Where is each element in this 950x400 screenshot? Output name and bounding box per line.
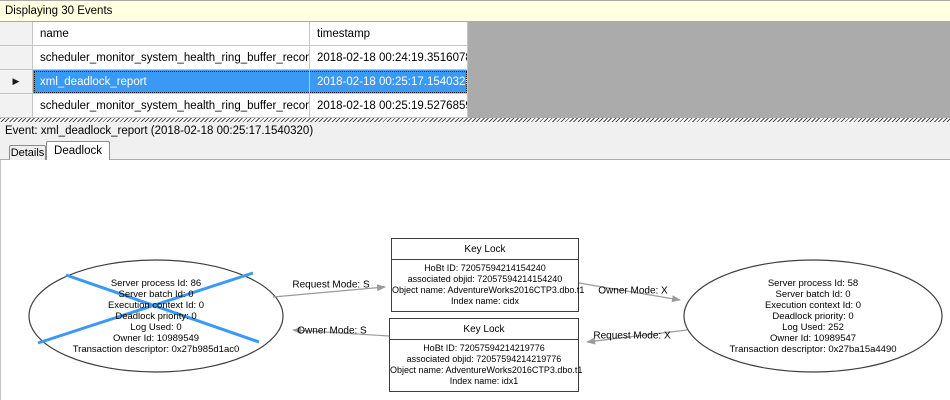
text-line: Server process Id: 86	[110, 278, 202, 289]
events-grid: name timestamp scheduler_monitor_system_…	[0, 22, 950, 118]
text-line: Deadlock priority: 0	[115, 311, 197, 322]
tab-deadlock[interactable]: Deadlock	[46, 141, 110, 160]
text-line: Owner Id: 10989549	[112, 333, 200, 344]
event-name-cell[interactable]: scheduler_monitor_system_health_ring_buf…	[33, 46, 310, 70]
event-row-3[interactable]: scheduler_monitor_system_health_ring_buf…	[0, 94, 950, 118]
edge-line-request-mode-x	[586, 329, 688, 345]
edge-line-owner-mode-x	[578, 282, 681, 303]
column-header-name[interactable]: name	[33, 22, 310, 46]
edge-label-request-mode-x: Request Mode: X	[593, 330, 671, 342]
victim-cross-icon	[65, 273, 260, 344]
text-line: associated objid: 72057594214219776	[406, 354, 562, 364]
text-line: Object name: AdventureWorks2016CTP3.dbo.…	[392, 285, 585, 295]
event-row-2-selected[interactable]: ▶ xml_deadlock_report 2018-02-18 00:25:1…	[0, 70, 950, 94]
victim-cross-icon	[37, 271, 254, 345]
text-line: Owner Id: 10989547	[769, 333, 857, 344]
text-line: Server process Id: 58	[767, 278, 859, 289]
edge-label-request-mode-s: Request Mode: S	[292, 279, 370, 291]
event-timestamp-cell[interactable]: 2018-02-18 00:25:19.5276859	[310, 94, 468, 118]
row-selector-header[interactable]	[0, 22, 33, 46]
pane-splitter-handle[interactable]	[0, 118, 950, 122]
event-caption-bar: Event: xml_deadlock_report (2018-02-18 0…	[0, 122, 950, 140]
text-line: Server batch Id: 0	[775, 289, 851, 300]
detail-tabstrip: Details Deadlock	[0, 140, 950, 160]
edge-label-owner-mode-x: Owner Mode: X	[598, 285, 668, 297]
text-line: HoBt ID: 72057594214219776	[423, 343, 545, 353]
victim-process-ellipse-shape	[28, 259, 284, 373]
edge-line-request-mode-s	[272, 284, 386, 298]
text-line: Log Used: 252	[782, 322, 844, 333]
tab-details[interactable]: Details	[9, 145, 46, 160]
text-line: Execution context Id: 0	[764, 300, 862, 311]
text-line: Index name: cidx	[450, 296, 520, 306]
event-name-cell[interactable]: scheduler_monitor_system_health_ring_buf…	[33, 94, 310, 118]
event-timestamp-cell[interactable]: 2018-02-18 00:24:19.3516078	[310, 46, 468, 70]
lock-title: Key Lock	[390, 319, 578, 340]
events-count-text: Displaying 30 Events	[5, 5, 113, 17]
text-line: Execution context Id: 0	[107, 300, 205, 311]
event-row-1[interactable]: scheduler_monitor_system_health_ring_buf…	[0, 46, 950, 70]
column-header-timestamp[interactable]: timestamp	[310, 22, 468, 46]
event-timestamp-cell[interactable]: 2018-02-18 00:25:17.1540320	[310, 70, 468, 94]
text-line: associated objid: 72057594214154240	[407, 274, 563, 284]
edge-line-owner-mode-s	[292, 327, 390, 337]
row-selector-cell[interactable]: ▶	[0, 70, 33, 94]
event-name-cell[interactable]: xml_deadlock_report	[33, 70, 310, 94]
edge-label-owner-mode-s: Owner Mode: S	[297, 325, 367, 337]
events-count-bar: Displaying 30 Events	[0, 0, 950, 22]
text-line: Transaction descriptor: 0x27b985d1ac0	[72, 344, 240, 355]
text-line: HoBt ID: 72057594214154240	[424, 263, 546, 273]
text-line: Log Used: 0	[130, 322, 182, 333]
grid-header-row: name timestamp	[0, 22, 950, 46]
text-line: Server batch Id: 0	[118, 289, 194, 300]
text-line: Deadlock priority: 0	[772, 311, 854, 322]
row-selector-cell[interactable]	[0, 94, 33, 118]
other-process-ellipse-shape	[683, 259, 943, 373]
text-line: Index name: idx1	[449, 376, 519, 386]
lock-title: Key Lock	[392, 239, 578, 260]
text-line: Object name: AdventureWorks2016CTP3.dbo.…	[390, 365, 583, 375]
tabstrip-baseline	[0, 159, 950, 160]
row-selector-cell[interactable]	[0, 46, 33, 70]
deadlock-graph-canvas	[28, 259, 943, 373]
event-caption-text: Event: xml_deadlock_report (2018-02-18 0…	[5, 125, 314, 137]
current-row-marker-icon: ▶	[12, 76, 20, 86]
text-line: Transaction descriptor: 0x27ba15a4490	[729, 344, 897, 355]
